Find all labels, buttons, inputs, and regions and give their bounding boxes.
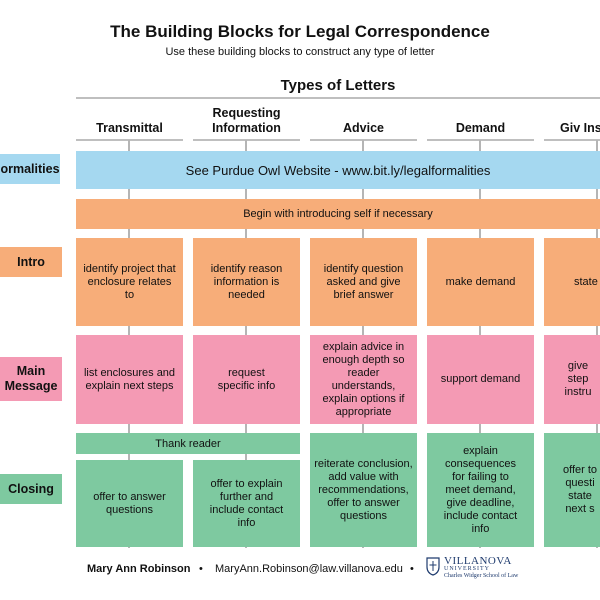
intro-cell-giving-instructions: state: [544, 238, 600, 326]
intro-cell-advice: identify question asked and give brief a…: [310, 238, 417, 326]
logo-school-of-law: Charles Widger School of Law: [444, 573, 519, 579]
page-title: The Building Blocks for Legal Correspond…: [110, 22, 490, 41]
intro-cell-demand: make demand: [427, 238, 534, 326]
introduce-self-band: Begin with introducing self if necessary: [76, 199, 600, 229]
closing-cell-advice: reiterate conclusion, add value with rec…: [310, 433, 417, 547]
closing-cell-requesting-information: offer to explain further and include con…: [193, 460, 300, 547]
closing-cell-transmittal: offer to answer questions: [76, 460, 183, 547]
main-cell-requesting-information: request specific info: [193, 335, 300, 424]
main-cell-demand: support demand: [427, 335, 534, 424]
closing-cell-giving-instructions: offer to questi state next s: [544, 433, 600, 547]
footer-separator: •: [410, 563, 414, 575]
footer-separator: •: [199, 563, 203, 575]
column-header-giving-instructions: Giv Instruc: [560, 121, 600, 135]
column-header-demand: Demand: [455, 121, 506, 135]
intro-cell-transmittal: identify project that enclosure relates …: [76, 238, 183, 326]
logo-university: UNIVERSITY: [444, 566, 490, 572]
author-name: Mary Ann Robinson: [87, 563, 191, 575]
intro-cell-requesting-information: identify reason information is needed: [193, 238, 300, 326]
author-email[interactable]: MaryAnn.Robinson@law.villanova.edu: [215, 563, 403, 575]
main-cell-transmittal: list enclosures and explain next steps: [76, 335, 183, 424]
page-subtitle: Use these building blocks to construct a…: [165, 46, 435, 58]
villanova-seal-icon: [426, 557, 440, 576]
main-cell-advice: explain advice in enough depth so reader…: [310, 335, 417, 424]
row-label-main-message: Main Message: [0, 357, 62, 401]
main-cell-giving-instructions: give step instru: [544, 335, 600, 424]
row-label-intro: Intro: [0, 247, 62, 277]
thank-reader-band: Thank reader: [76, 433, 300, 454]
column-header-requesting-information: Requesting Information: [212, 106, 281, 135]
closing-cell-demand: explain consequences for failing to meet…: [427, 433, 534, 547]
formalities-band: See Purdue Owl Website - www.bit.ly/lega…: [76, 151, 600, 189]
row-label-closing: Closing: [0, 474, 62, 504]
column-rule: [544, 139, 600, 141]
types-of-letters-header: Types of Letters: [280, 77, 396, 94]
header-divider: [76, 97, 600, 99]
column-header-advice: Advice: [343, 121, 384, 135]
logo-villanova: VILLANOVA: [444, 555, 512, 567]
column-header-transmittal: Transmittal: [96, 121, 163, 135]
row-label-formalities: ormalities: [0, 154, 60, 184]
